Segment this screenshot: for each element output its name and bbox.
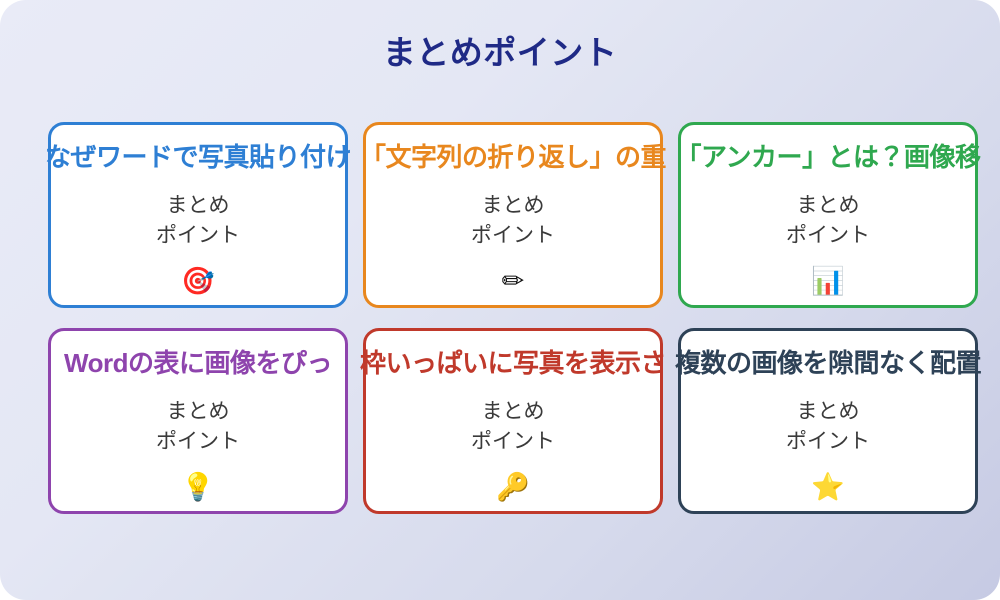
card-body: まとめ ポイント [786,400,870,454]
summary-card[interactable]: なぜワードで写真貼り付け まとめ ポイント 🎯 [44,122,352,308]
card-body: まとめ ポイント [786,194,870,248]
pencil-icon: ✏ [501,266,525,296]
summary-card-grid: なぜワードで写真貼り付け まとめ ポイント 🎯 「文字列の折り返し」の重 まとめ… [44,122,982,528]
card-title: 「アンカー」とは？画像移 [675,142,981,172]
key-icon: 🔑 [496,472,530,502]
card-body: まとめ ポイント [471,400,555,454]
target-icon: 🎯 [181,266,215,296]
card-body: まとめ ポイント [156,400,240,454]
summary-card[interactable]: 「文字列の折り返し」の重 まとめ ポイント ✏ [359,122,667,308]
summary-card[interactable]: 「アンカー」とは？画像移 まとめ ポイント 📊 [675,122,981,308]
card-body: まとめ ポイント [156,194,240,248]
card-title: なぜワードで写真貼り付け [44,142,352,172]
page-title: まとめポイント [382,34,618,71]
card-body: まとめ ポイント [471,194,555,248]
card-title: Wordの表に画像をぴっ [64,348,332,378]
card-title: 枠いっぱいに写真を表示さ [359,348,667,378]
star-icon: ⭐ [811,472,845,502]
card-title: 「文字列の折り返し」の重 [359,142,667,172]
card-title: 複数の画像を隙間なく配置 [674,348,982,378]
summary-card[interactable]: Wordの表に画像をぴっ まとめ ポイント 💡 [48,328,348,514]
bar-chart-icon: 📊 [811,266,845,296]
summary-card[interactable]: 枠いっぱいに写真を表示さ まとめ ポイント 🔑 [359,328,667,514]
lightbulb-icon: 💡 [181,472,215,502]
summary-card[interactable]: 複数の画像を隙間なく配置 まとめ ポイント ⭐ [674,328,982,514]
